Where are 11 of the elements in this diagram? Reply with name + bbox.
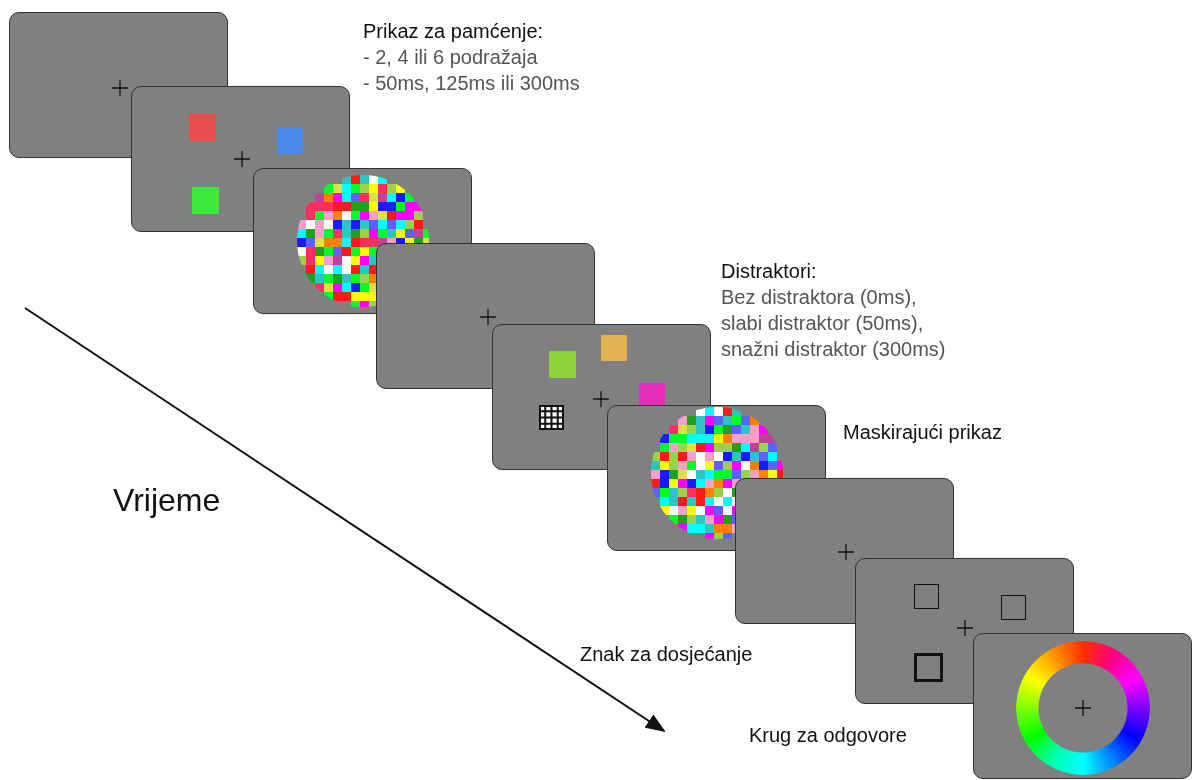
caption-text: Bez distraktora (0ms), (721, 286, 917, 309)
caption-text: - 50ms, 125ms ili 300ms (363, 72, 580, 95)
caption-text: - 2, 4 ili 6 podražaja (363, 46, 538, 69)
caption-text: Prikaz za pamćenje: (363, 20, 544, 43)
caption-text: Krug za odgovore (749, 724, 907, 747)
caption-text: Vrijeme (113, 482, 221, 519)
caption-text: Maskirajući prikaz (843, 421, 1002, 444)
caption-text: Distraktori: (721, 260, 817, 283)
caption-text: slabi distraktor (50ms), (721, 312, 924, 335)
caption-text: Znak za dosjećanje (580, 643, 753, 666)
caption-text: snažni distraktor (300ms) (721, 338, 946, 361)
